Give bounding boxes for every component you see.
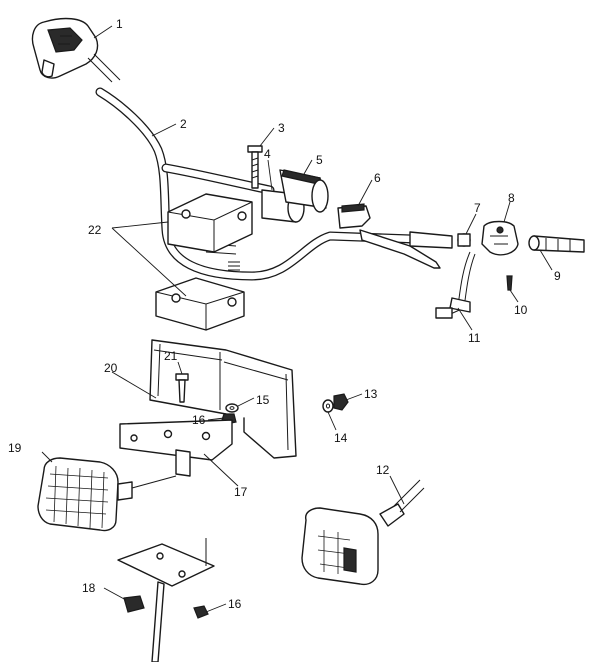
part-12-rear-light — [301, 479, 425, 586]
part-16-nut-lower — [193, 605, 209, 619]
callout-12: 12 — [376, 463, 390, 477]
callout-8: 8 — [508, 191, 515, 205]
part-20-light-frame — [149, 339, 297, 459]
callout-labels: 1 2 3 4 5 6 7 8 9 10 11 12 13 14 15 16 1… — [8, 17, 561, 611]
callout-14: 14 — [334, 431, 348, 445]
part-18-connector — [123, 595, 145, 613]
callout-18: 18 — [82, 581, 96, 595]
part-11-cable — [435, 251, 476, 319]
callout-21: 21 — [164, 349, 178, 363]
leader-lines — [41, 25, 553, 613]
part-1-left-control-housing — [31, 17, 121, 83]
callout-9: 9 — [554, 269, 561, 283]
part-13-nut — [333, 393, 349, 411]
part-5-crossbar-pad — [279, 169, 329, 213]
callout-3: 3 — [278, 121, 285, 135]
part-7-collar — [457, 233, 471, 247]
part-2-handlebar — [95, 87, 445, 281]
part-8-switch-housing — [481, 220, 519, 256]
callout-11: 11 — [468, 331, 481, 345]
callout-7: 7 — [474, 201, 481, 215]
callout-16-lower: 16 — [228, 597, 242, 611]
part-15-washer — [225, 403, 239, 413]
callout-16-upper: 16 — [192, 413, 206, 427]
callout-1: 1 — [116, 17, 123, 31]
part-9-grip — [528, 235, 585, 253]
callout-20: 20 — [104, 361, 118, 375]
callout-2: 2 — [180, 117, 187, 131]
part-6-brake-lever — [337, 203, 453, 269]
callout-22: 22 — [88, 223, 102, 237]
callout-13: 13 — [364, 387, 378, 401]
callout-10: 10 — [514, 303, 528, 317]
callout-6: 6 — [374, 171, 381, 185]
callout-15: 15 — [256, 393, 270, 407]
callout-19: 19 — [8, 441, 22, 455]
part-lower-plate — [117, 538, 215, 662]
part-10-screw — [506, 275, 513, 291]
callout-17: 17 — [234, 485, 248, 499]
callout-5: 5 — [316, 153, 323, 167]
part-14-washer — [322, 399, 334, 413]
callout-4: 4 — [264, 147, 271, 161]
part-21-bolt — [175, 373, 189, 403]
part-3-bolt — [247, 145, 263, 189]
part-19-work-light — [37, 457, 177, 532]
part-22-clamps — [155, 193, 253, 331]
part-17-bracket — [119, 419, 233, 477]
